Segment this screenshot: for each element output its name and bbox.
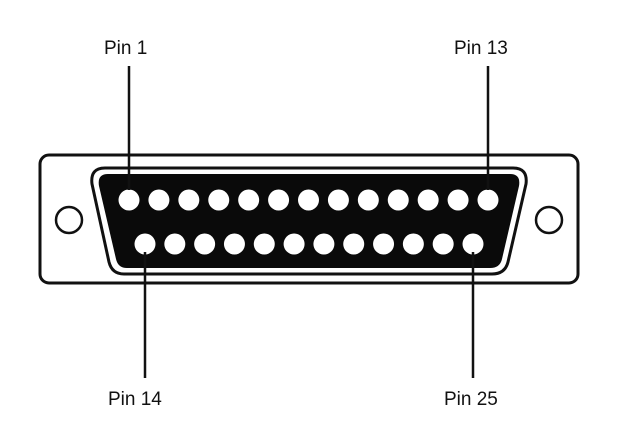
pin-22 bbox=[373, 233, 395, 255]
pin-24 bbox=[432, 233, 454, 255]
pin-25 bbox=[462, 233, 484, 255]
pin-19 bbox=[283, 233, 305, 255]
pin-16 bbox=[194, 233, 216, 255]
bottom-pin-row bbox=[134, 233, 484, 255]
right-mounting-hole bbox=[534, 205, 564, 235]
pin-13 bbox=[477, 189, 499, 211]
pin-17 bbox=[223, 233, 245, 255]
pin-6 bbox=[268, 189, 290, 211]
connector-face bbox=[98, 174, 520, 268]
pin-10 bbox=[387, 189, 409, 211]
pin-7 bbox=[298, 189, 319, 211]
pin-2 bbox=[148, 189, 170, 211]
pin-1 bbox=[118, 189, 140, 211]
pin-5 bbox=[238, 189, 260, 211]
pin-23 bbox=[402, 233, 424, 255]
pin-8 bbox=[327, 189, 349, 211]
pin-3 bbox=[178, 189, 200, 211]
pin-20 bbox=[313, 233, 335, 255]
pin-4 bbox=[208, 189, 230, 211]
pin-12 bbox=[447, 189, 469, 211]
pin-9 bbox=[357, 189, 379, 211]
pin-11 bbox=[417, 189, 439, 211]
pin1-label: Pin 1 bbox=[104, 38, 147, 59]
left-mounting-hole bbox=[54, 205, 84, 235]
pin-21 bbox=[343, 233, 365, 255]
pin-18 bbox=[253, 233, 275, 255]
top-pin-row bbox=[118, 189, 499, 211]
pin25-label: Pin 25 bbox=[444, 389, 498, 410]
pin-15 bbox=[164, 233, 186, 255]
pin-14 bbox=[134, 233, 156, 255]
pin13-label: Pin 13 bbox=[454, 38, 508, 59]
pin14-label: Pin 14 bbox=[108, 389, 162, 410]
